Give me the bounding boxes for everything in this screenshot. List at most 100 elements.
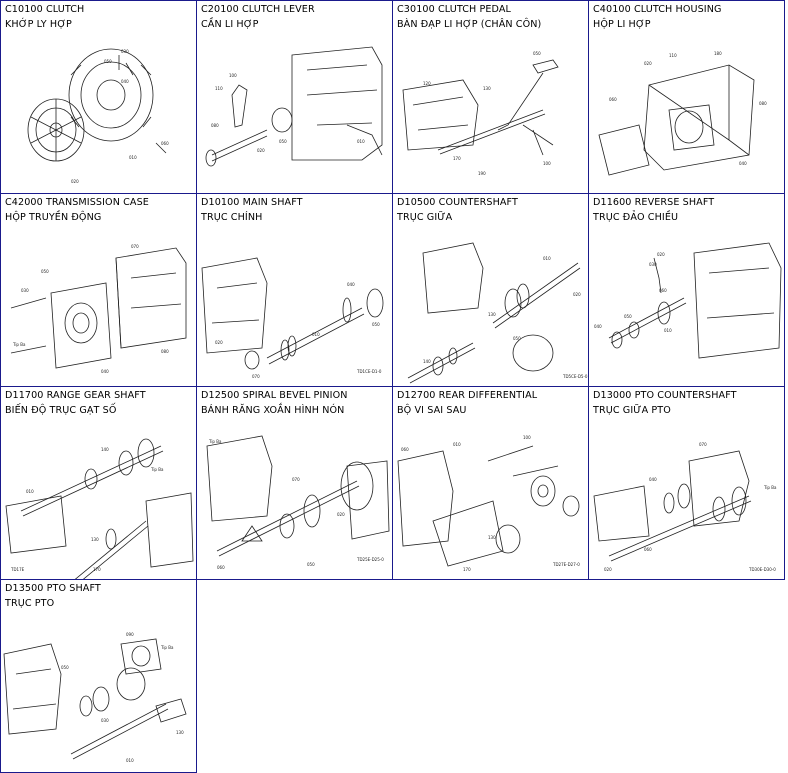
item-name-vi: TRỤC CHÍNH [201,212,263,223]
svg-text:020: 020 [215,340,223,345]
svg-text:090: 090 [126,632,134,637]
svg-text:Tip Ba: Tip Ba [763,485,777,490]
item-name-vi: CẦN LI HỢP [201,19,259,30]
svg-text:130: 130 [91,537,99,542]
svg-text:040: 040 [101,369,109,374]
item-code: C10100 CLUTCH [5,4,85,15]
item-name-vi: TRỤC GIỮA PTO [593,405,671,416]
item-name-vi: BÀN ĐẠP LI HỢP (CHÂN CÔN) [397,19,542,30]
svg-text:010: 010 [26,489,34,494]
item-name-vi: HỘP LI HỢP [593,19,651,30]
item-name-vi: TRỤC ĐẢO CHIỀU [593,212,679,223]
item-name-vi: BÁNH RĂNG XOẮN HÌNH NÓN [201,405,345,416]
item-name-vi: TRỤC PTO [5,598,55,609]
svg-text:020: 020 [604,567,612,572]
svg-text:050: 050 [513,336,521,341]
item-name-vi: HỘP TRUYỀN ĐỘNG [5,212,102,223]
item-name-vi: BỘ VI SAI SAU [397,405,467,416]
svg-text:Tip Ba: Tip Ba [150,467,164,472]
svg-text:060: 060 [609,97,617,102]
svg-text:Tip Ba: Tip Ba [160,645,174,650]
svg-text:130: 130 [176,730,184,735]
svg-text:Tip Ba: Tip Ba [12,342,26,347]
item-code: D13500 PTO SHAFT [5,583,101,594]
svg-text:TD30E-D30-0: TD30E-D30-0 [748,567,776,572]
svg-text:080: 080 [161,349,169,354]
catalog-item-range-gear-shaft[interactable]: D11700 RANGE GEAR SHAFT BIẾN ĐỘ TRỤC GẠT… [0,386,197,580]
item-code: D11700 RANGE GEAR SHAFT [5,390,146,401]
catalog-item-rear-differential[interactable]: D12700 REAR DIFFERENTIAL BỘ VI SAI SAU 1… [392,386,589,580]
svg-text:TD17E: TD17E [10,567,25,572]
svg-text:070: 070 [292,477,300,482]
svg-text:120: 120 [423,81,431,86]
svg-text:060: 060 [401,447,409,452]
svg-text:010: 010 [312,332,320,337]
item-code: D12700 REAR DIFFERENTIAL [397,390,538,401]
svg-text:170: 170 [93,567,101,572]
svg-text:030: 030 [21,288,29,293]
item-code: D12500 SPIRAL BEVEL PINION [201,390,348,401]
svg-text:020: 020 [71,179,79,184]
svg-text:170: 170 [453,156,461,161]
item-name-vi: KHỚP LY HỢP [5,19,72,30]
svg-text:100: 100 [543,161,551,166]
svg-text:130: 130 [488,312,496,317]
svg-text:060: 060 [644,547,652,552]
svg-text:TD27E-D27-0: TD27E-D27-0 [552,562,580,567]
svg-text:010: 010 [664,328,672,333]
svg-text:020: 020 [644,61,652,66]
item-name-vi: BIẾN ĐỘ TRỤC GẠT SỐ [5,405,117,416]
svg-text:110: 110 [215,86,223,91]
svg-text:020: 020 [657,252,665,257]
catalog-item-spiral-bevel-pinion[interactable]: D12500 SPIRAL BEVEL PINION BÁNH RĂNG XOẮ… [196,386,393,580]
svg-text:050: 050 [279,139,287,144]
svg-text:050: 050 [307,562,315,567]
item-code: C40100 CLUTCH HOUSING [593,4,722,15]
svg-text:030: 030 [101,718,109,723]
svg-text:170: 170 [463,567,471,572]
svg-text:010: 010 [543,256,551,261]
svg-text:TD5CE-D5-0: TD5CE-D5-0 [562,374,588,379]
catalog-item-transmission-case[interactable]: C42000 TRANSMISSION CASE HỘP TRUYỀN ĐỘNG… [0,193,197,387]
item-code: D11600 REVERSE SHAFT [593,197,715,208]
svg-text:070: 070 [252,374,260,379]
svg-text:080: 080 [211,123,219,128]
svg-text:140: 140 [423,359,431,364]
item-code: D10100 MAIN SHAFT [201,197,303,208]
svg-text:040: 040 [347,282,355,287]
catalog-item-clutch-pedal[interactable]: C30100 CLUTCH PEDAL BÀN ĐẠP LI HỢP (CHÂN… [392,0,589,194]
svg-text:100: 100 [523,435,531,440]
item-code: D10500 COUNTERSHAFT [397,197,518,208]
svg-text:050: 050 [104,59,112,64]
catalog-item-pto-countershaft[interactable]: D13000 PTO COUNTERSHAFT TRỤC GIỮA PTO 07… [588,386,785,580]
svg-text:190: 190 [478,171,486,176]
svg-text:100: 100 [229,73,237,78]
svg-text:020: 020 [337,512,345,517]
svg-text:070: 070 [699,442,707,447]
item-code: C42000 TRANSMISSION CASE [5,197,149,208]
svg-text:060: 060 [161,141,169,146]
item-name-vi: TRỤC GIỮA [397,212,453,223]
svg-text:070: 070 [131,244,139,249]
svg-text:050: 050 [533,51,541,56]
svg-text:020: 020 [257,148,265,153]
